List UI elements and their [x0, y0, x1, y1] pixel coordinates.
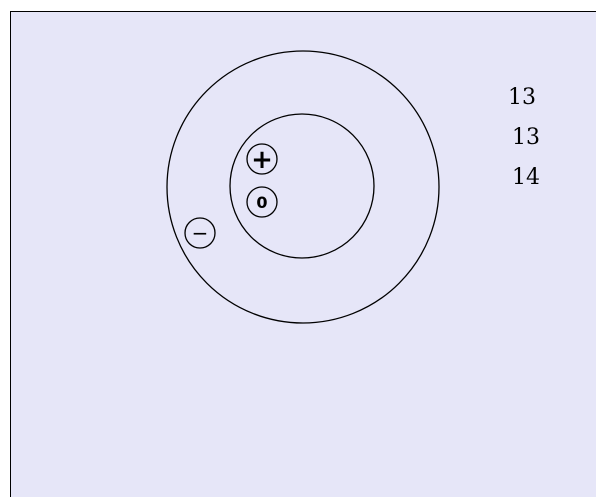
number-3: 14 [512, 165, 540, 190]
number-2: 13 [512, 125, 540, 150]
proton-particle: + [247, 144, 277, 175]
proton-symbol: + [251, 145, 273, 175]
number-1: 13 [508, 85, 536, 110]
electron-symbol: − [192, 221, 209, 245]
diagram-background [10, 11, 596, 497]
neutron-symbol: 0 [256, 193, 267, 212]
